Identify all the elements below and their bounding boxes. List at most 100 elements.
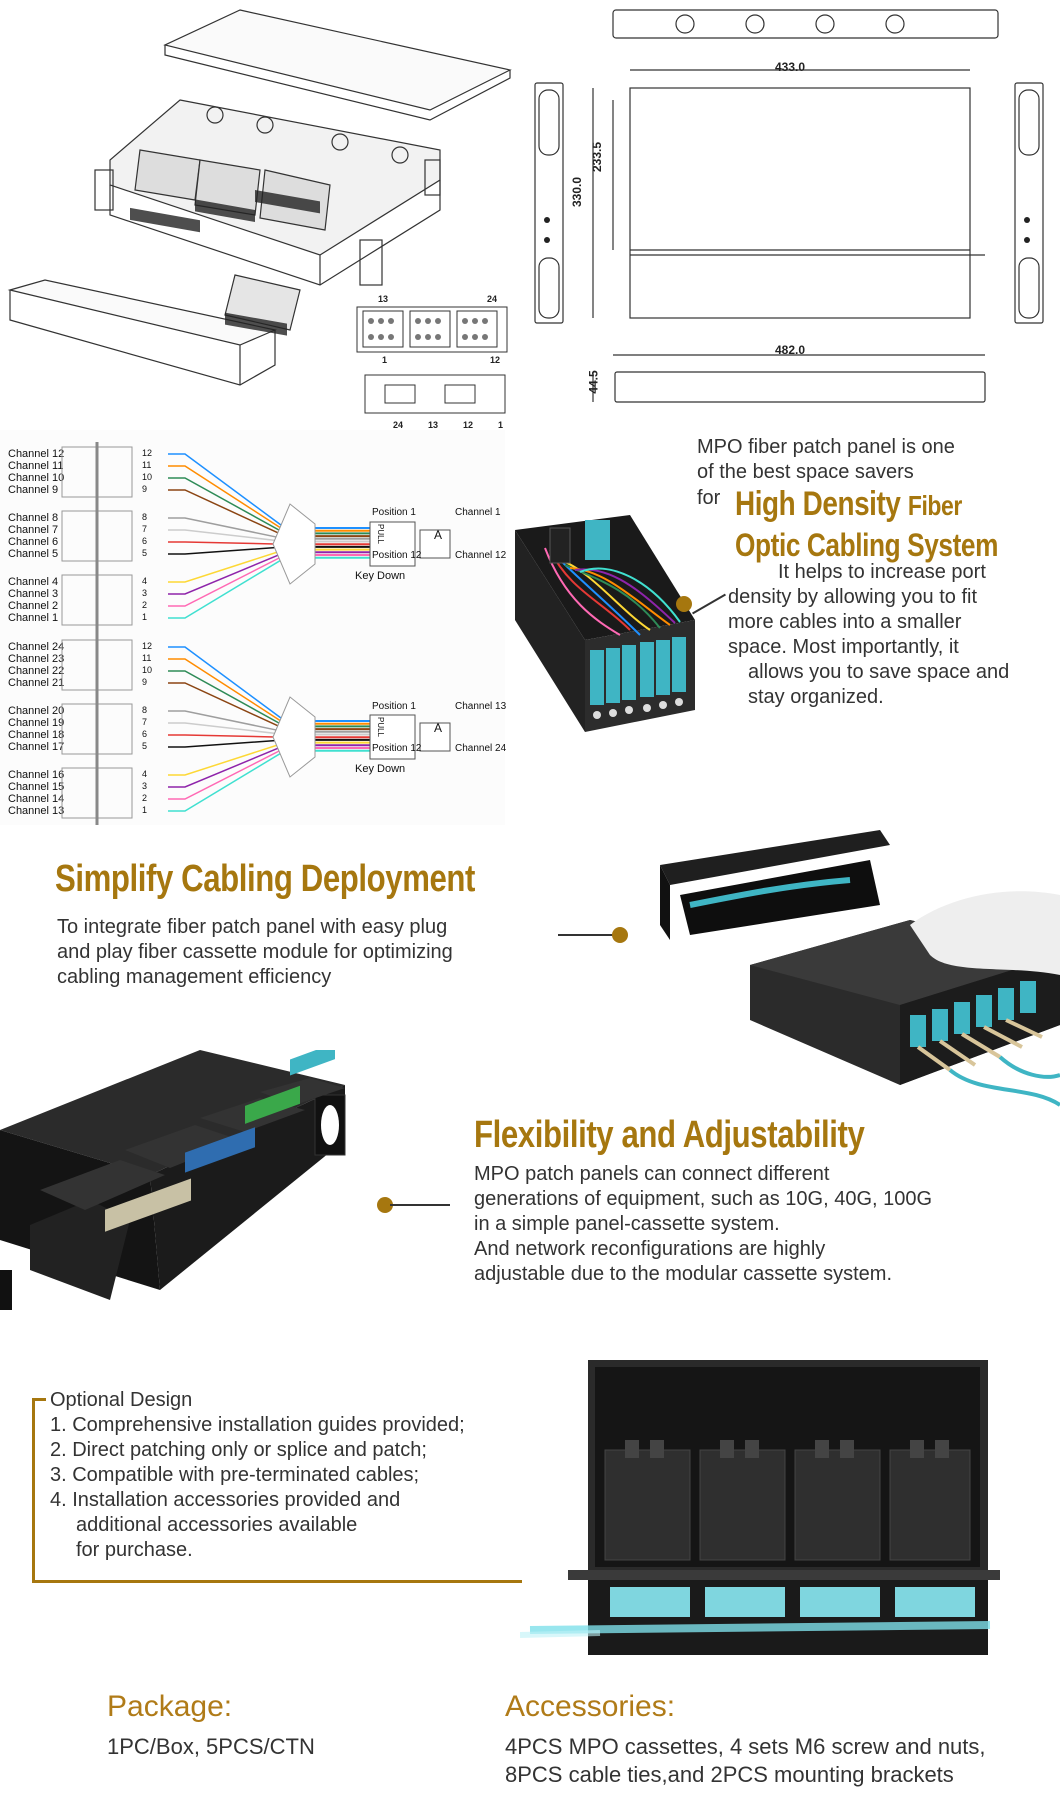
fiber-strand [168,741,286,776]
fiber-strand [168,739,286,748]
fiber-number: 1 [142,805,148,815]
channel-label: Channel 23 [8,653,65,665]
fiber-strand [168,465,286,532]
fiber-number: 8 [142,705,148,715]
optional-item-4-cont: additional accessories available [76,1514,358,1536]
fiber-strand [168,670,286,728]
fiber-strand [168,744,286,788]
port-label-12: 12 [490,355,501,365]
channel-label: Channel 24 [455,743,507,754]
channel-label: Channel 14 [8,793,65,805]
channel-block-b1: Channel 24 Channel 23 Channel 22 Channel… [8,641,64,689]
flex-body-2: generations of equipment, such as 10G, 4… [474,1188,933,1210]
channel-label: Channel 24 [8,641,65,653]
fiber-strand [168,554,286,607]
fiber-strand [168,750,286,812]
port-label-1: 1 [382,355,388,365]
fiber-strand [168,453,286,529]
flex-title: Flexibility and Adjustability [474,1114,865,1156]
fiber-number: 10 [142,472,153,482]
channel-label: Channel 3 [8,588,59,600]
fiber-strand [168,546,286,555]
flex-body-4: And network reconfigurations are highly [474,1238,826,1260]
flex-body-3: in a simple panel-cassette system. [474,1213,780,1235]
channel-label: Channel 20 [8,705,65,717]
intro-line-2: of the best space savers [697,461,914,483]
optional-bracket-top [32,1398,46,1401]
channel-label: Channel 7 [8,524,59,536]
fiber-number: 11 [142,653,152,663]
fiber-strand [168,551,286,595]
intro-body-5: allows you to save space and [748,661,1010,683]
fiber-number: 11 [142,460,152,470]
patch-panel-photo [0,1050,346,1310]
position-label: Position 12 [372,743,422,754]
fiber-number: 5 [142,548,148,558]
dim-482: 482.0 [775,343,806,357]
fiber-strand [168,747,286,800]
rear-label: 1 [497,420,503,430]
fiber-strand [168,658,286,725]
callout-line [558,934,620,936]
dim-433: 433.0 [775,60,806,74]
fiber-number: 7 [142,524,148,534]
intro-body-2: density by allowing you to fit [728,586,978,608]
channel-label: Channel 15 [8,781,65,793]
dim-233: 233.5 [590,141,605,173]
fiber-number: 8 [142,512,148,522]
channel-label: Channel 16 [8,769,65,781]
fiber-number: 12 [142,641,153,651]
fiber-strand [168,710,286,733]
port-label-24: 24 [487,294,498,304]
channel-block-a2: Channel 8 Channel 7 Channel 6 Channel 5 [8,512,58,560]
mpo-connector [369,714,416,760]
cassette-insertion-photo [660,830,1060,1107]
key-label: Key Down [355,763,406,775]
rear-label: 13 [427,420,438,430]
rear-label: 24 [393,420,404,430]
channel-label: Channel 21 [8,677,65,689]
fiber-number: 4 [142,576,148,586]
package-text: 1PC/Box, 5PCS/CTN [107,1734,315,1759]
dim-330: 330.0 [570,176,585,208]
channel-label: Channel 11 [8,460,64,472]
channel-label: Channel 5 [8,548,59,560]
channel-label: Channel 22 [8,665,65,677]
cassette-photo [515,515,695,732]
adapter-label: A [434,528,443,542]
mpo-adapter [419,529,451,559]
adapter-panel-drawing [356,306,508,414]
position-label: Position 1 [372,701,416,712]
intro-body-3: more cables into a smaller [728,611,962,633]
mpo-adapter [419,722,451,752]
simplify-body-2: and play fiber cassette module for optim… [57,941,453,963]
fiber-number: 9 [142,677,148,687]
optional-title: Optional Design [50,1389,193,1411]
package-title: Package: [107,1690,233,1723]
fiber-number: 10 [142,665,153,675]
intro-for: for [697,487,721,509]
fiber-number: 2 [142,793,148,803]
pull-label: PULL [376,523,386,545]
panel-top-view-photo [520,1360,1000,1655]
channel-label: Channel 18 [8,729,65,741]
fiber-strand [168,722,286,736]
fiber-number: 5 [142,741,148,751]
position-label: Position 1 [372,507,416,518]
optional-item-4: 4. Installation accessories provided and [50,1489,401,1511]
channel-label: Channel 1 [8,612,59,624]
hero-fiber-text: Fiber [907,490,963,521]
dim-44: 44.5 [586,370,601,394]
callout-dot [612,927,628,943]
fiber-number: 9 [142,484,148,494]
channel-label: Channel 2 [8,600,59,612]
callout-line [390,1204,450,1206]
fiber-strand [168,489,286,537]
rear-label: 12 [462,420,473,430]
simplify-body-1: To integrate fiber patch panel with easy… [57,916,448,938]
channel-label: Channel 10 [8,472,65,484]
optional-bracket [32,1398,35,1583]
fiber-strand [168,557,286,619]
fiber-number: 6 [142,536,148,546]
intro-line-1: MPO fiber patch panel is one [697,436,955,458]
